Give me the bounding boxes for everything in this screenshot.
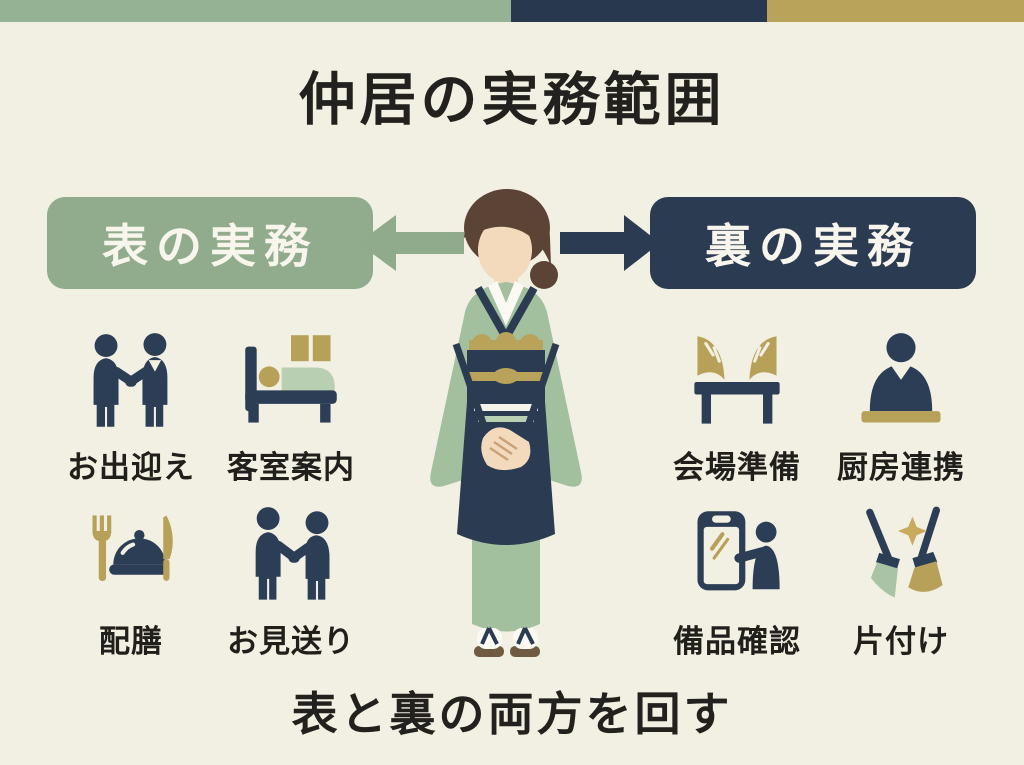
front-duties-label: 表の実務 — [102, 220, 318, 272]
cleanup-brooms-icon — [849, 500, 953, 608]
kitchen-liaison-icon — [849, 326, 953, 434]
top-bar-sage-segment — [0, 0, 511, 22]
task-supplies-check: 備品確認 — [662, 500, 812, 661]
page-title: 仲居の実務範囲 — [298, 68, 726, 132]
task-label: お見送り — [227, 624, 355, 659]
task-label: 厨房連携 — [837, 450, 965, 485]
top-bar-navy-segment — [511, 0, 767, 22]
nakai-attendant-illustration — [430, 189, 582, 657]
task-label: お出迎え — [67, 450, 195, 485]
task-meal-serving: 配膳 — [56, 500, 206, 661]
venue-setup-table-icon — [685, 326, 789, 434]
task-label: 会場準備 — [673, 450, 801, 485]
task-label: 配膳 — [99, 624, 163, 659]
footer-text: 表と裏の両方を回す — [291, 688, 733, 740]
supplies-check-tablet-icon — [685, 500, 789, 608]
task-label: 片付け — [853, 624, 949, 659]
top-accent-bar — [0, 0, 1024, 22]
arrow-right-icon — [560, 215, 660, 271]
task-room-guidance: 客室案内 — [216, 326, 366, 487]
task-kitchen-liaison: 厨房連携 — [826, 326, 976, 487]
meal-serving-cloche-icon — [79, 500, 183, 608]
seeing-off-icon — [239, 500, 343, 608]
task-greeting: お出迎え — [56, 326, 206, 487]
task-cleanup: 片付け — [826, 500, 976, 661]
task-label: 備品確認 — [673, 624, 801, 659]
guest-room-bed-icon — [239, 326, 343, 434]
back-duties-box: 裏の実務 — [650, 197, 976, 289]
task-label: 客室案内 — [227, 450, 355, 485]
greeting-handshake-icon — [79, 326, 183, 434]
arrow-left-icon — [358, 215, 464, 271]
task-venue-setup: 会場準備 — [662, 326, 812, 487]
back-duties-label: 裏の実務 — [705, 220, 921, 272]
top-bar-gold-segment — [767, 0, 1024, 22]
task-seeing-off: お見送り — [216, 500, 366, 661]
front-duties-box: 表の実務 — [47, 197, 373, 289]
